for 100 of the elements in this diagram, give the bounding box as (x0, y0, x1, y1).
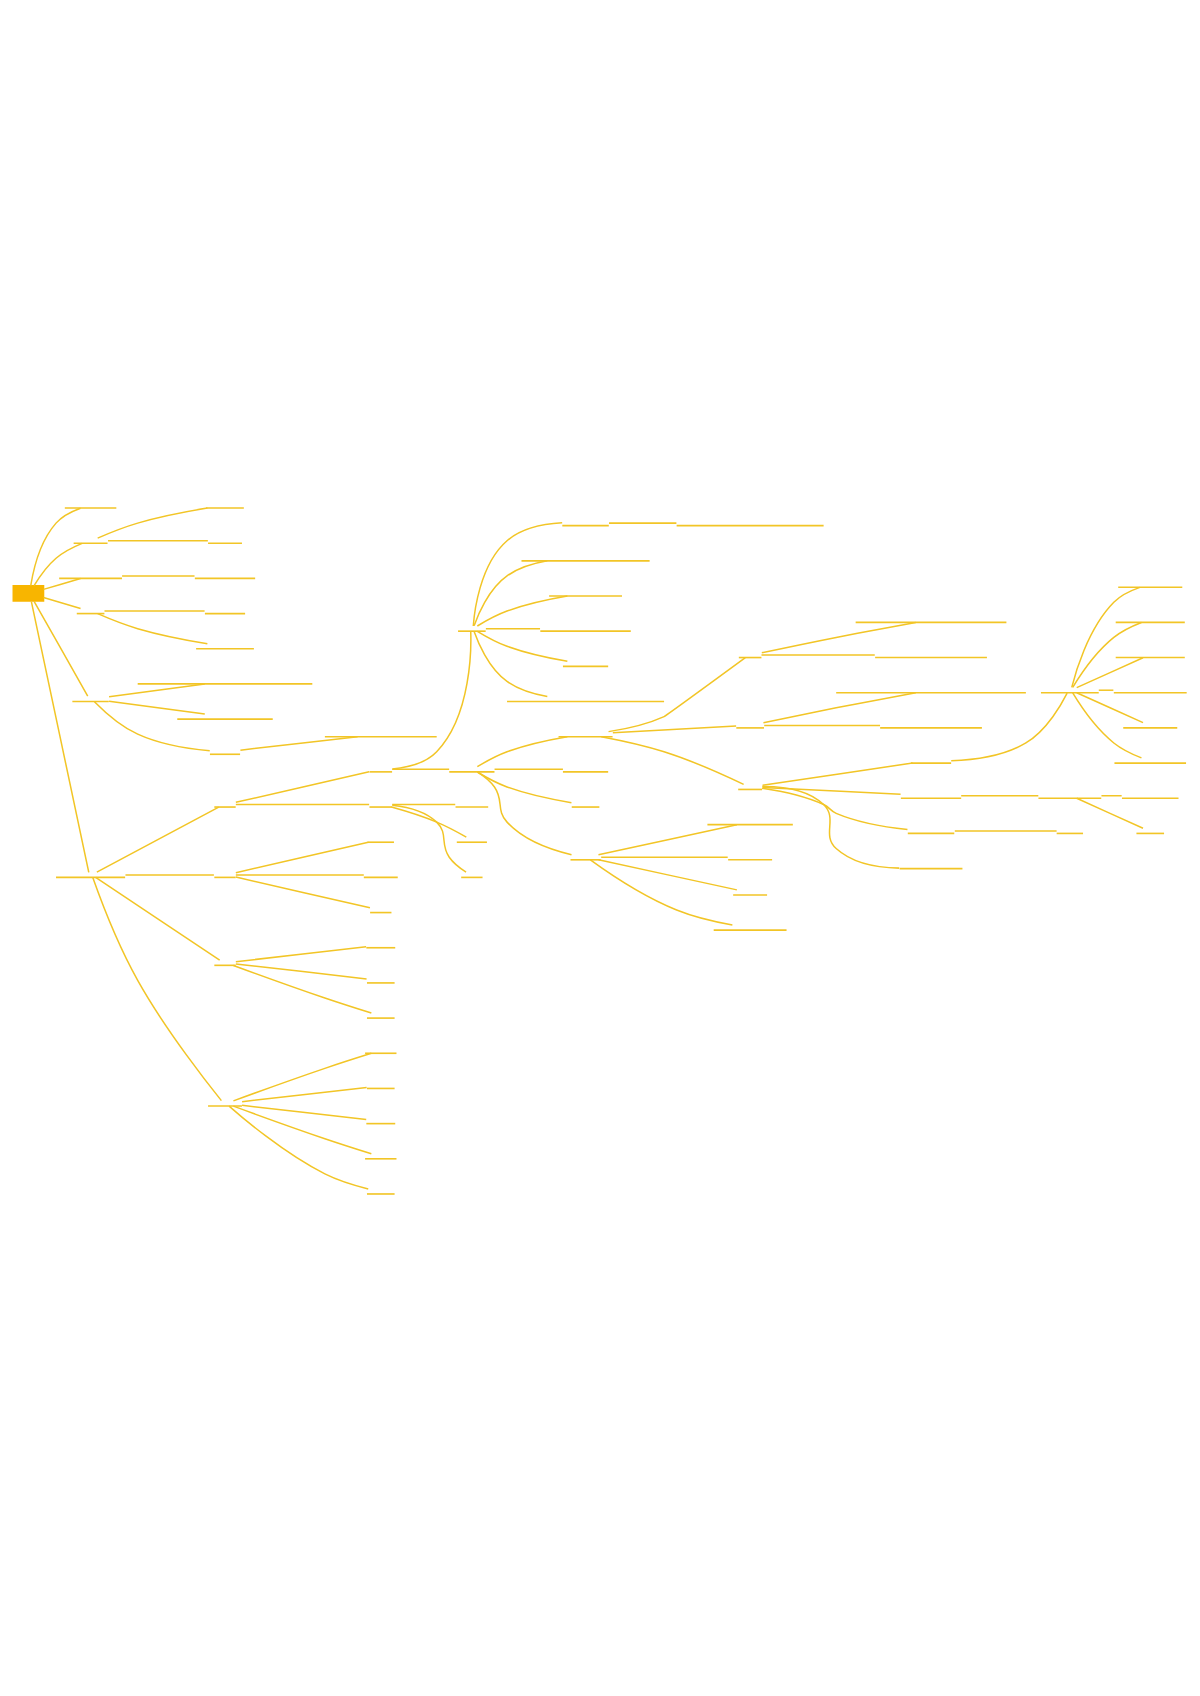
connector (761, 786, 902, 795)
node-line (209, 752, 241, 755)
connector (761, 787, 909, 830)
node-line (879, 726, 983, 729)
node-line (570, 805, 601, 808)
node-line (732, 893, 768, 896)
connector (33, 542, 83, 586)
node-line (874, 656, 988, 658)
connector (96, 506, 209, 539)
connector (30, 600, 90, 873)
connector (235, 770, 370, 803)
connector (763, 724, 881, 726)
node-line (900, 796, 962, 799)
node-line (194, 577, 256, 579)
node-line (455, 840, 488, 843)
connector (92, 876, 223, 1101)
node-line (539, 629, 632, 632)
node-line (448, 770, 496, 773)
node-line (75, 612, 106, 614)
node-line (213, 876, 237, 878)
connector (42, 596, 82, 609)
connector (42, 577, 82, 590)
connector (235, 875, 371, 909)
connector (761, 785, 900, 869)
node-line (569, 858, 602, 861)
node-line (365, 1122, 397, 1124)
node-line (64, 506, 118, 509)
node-line (735, 726, 765, 729)
connector (235, 945, 367, 962)
node-line (366, 1087, 396, 1089)
node-line (562, 770, 609, 773)
connector (1075, 691, 1144, 723)
node-line (562, 665, 609, 667)
node-line (1114, 621, 1186, 623)
connector (1098, 688, 1115, 691)
connector (235, 873, 365, 876)
connector (235, 803, 370, 805)
node-line (675, 524, 825, 526)
connector (612, 724, 737, 734)
connector (1071, 586, 1141, 688)
node-line (520, 559, 651, 562)
node-line (1117, 585, 1184, 588)
node-line (854, 621, 1008, 623)
connector (390, 805, 468, 838)
connector (1071, 691, 1143, 759)
node-line (368, 805, 393, 808)
node-line (366, 1016, 396, 1019)
node-line (195, 647, 255, 650)
connector (103, 609, 206, 612)
connector (107, 539, 209, 541)
connector (950, 691, 1068, 761)
connector (1071, 621, 1143, 688)
node-line (324, 735, 438, 737)
node-line (368, 770, 393, 773)
node-line (204, 612, 246, 614)
node-line (454, 805, 489, 808)
connector (476, 770, 573, 855)
node-line (457, 629, 487, 632)
node-line (205, 506, 245, 509)
node-line (369, 911, 393, 913)
node-line (71, 700, 110, 702)
connector (235, 841, 370, 873)
connector (108, 700, 206, 715)
connector (476, 594, 569, 627)
connector (30, 506, 82, 586)
connector (232, 1104, 373, 1154)
node-line (906, 832, 956, 834)
connector (241, 1086, 368, 1102)
node-line (1135, 832, 1165, 834)
connector (121, 574, 196, 577)
node-line (136, 682, 314, 685)
node-line (712, 928, 788, 931)
connector (472, 521, 563, 627)
node-line (1037, 796, 1103, 799)
connector (96, 612, 209, 644)
connector (232, 964, 373, 1014)
connector (391, 630, 472, 770)
connector (232, 1052, 373, 1102)
node-line (727, 858, 773, 861)
connector (761, 761, 914, 786)
connector (228, 1104, 369, 1190)
node-line (213, 805, 237, 808)
node-line (72, 541, 109, 544)
node-line (557, 735, 614, 737)
connector (761, 621, 917, 654)
connector (762, 691, 917, 724)
connector (473, 559, 549, 626)
node-line (1113, 691, 1188, 694)
node-line (910, 761, 952, 764)
node-line (365, 946, 397, 949)
node-line (366, 981, 396, 984)
connector (124, 873, 215, 876)
connector (600, 856, 729, 858)
node-line (55, 876, 126, 878)
connector (597, 823, 738, 856)
node-line (1114, 656, 1186, 658)
connector (473, 630, 549, 697)
connector (239, 735, 359, 751)
connector (476, 735, 569, 767)
node-line (737, 788, 763, 790)
